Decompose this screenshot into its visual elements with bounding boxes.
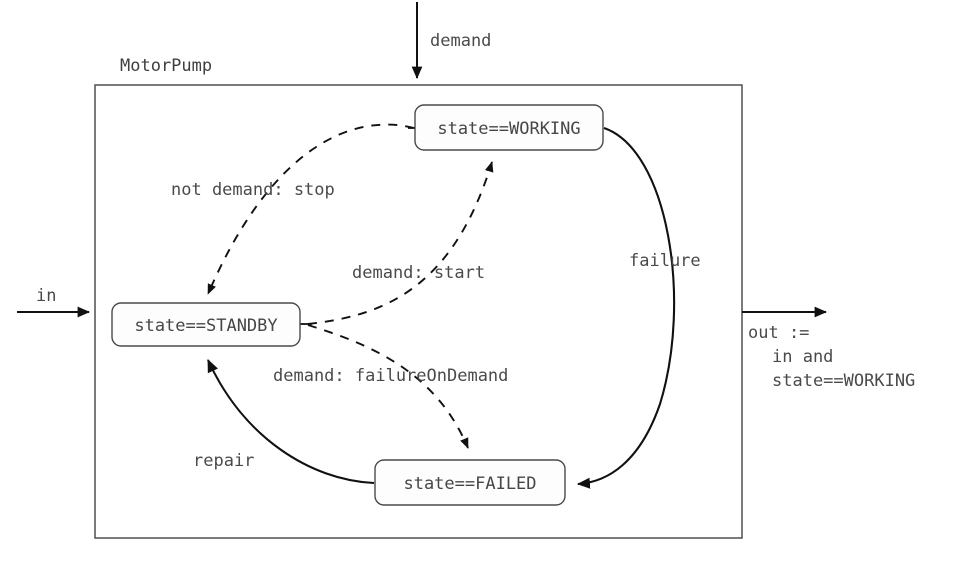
edge-start [307,161,494,325]
edge-failure-on-demand [307,324,469,449]
state-box-failed[interactable] [374,459,566,506]
edge-repair-label: repair [193,451,254,471]
state-label-failed: state==FAILED [403,474,536,494]
edge-repair [207,359,375,485]
state-box-standby[interactable] [111,302,301,347]
block-title: MotorPump [120,56,212,76]
out-output-label-line3: state==WORKING [772,371,915,391]
out-output-label-line2: in and [772,347,833,367]
edge-failure-label: failure [629,251,701,271]
in-input-label: in [36,286,56,306]
edge-stop [207,123,415,295]
state-box-working[interactable] [414,104,604,151]
edge-failure [576,127,676,489]
edge-start-label: demand: start [352,263,485,283]
demand-input-label: demand [430,31,491,51]
state-node-failed[interactable]: state==FAILED [374,459,566,506]
state-label-standby: state==STANDBY [134,316,277,336]
state-label-working: state==WORKING [437,119,580,139]
edge-failure-on-demand-label: demand: failureOnDemand [273,366,508,386]
out-output-label-line1: out := [748,323,809,343]
state-node-working[interactable]: state==WORKING [414,104,604,151]
edge-stop-label: not demand: stop [171,180,335,200]
state-node-standby[interactable]: state==STANDBY [111,302,301,347]
